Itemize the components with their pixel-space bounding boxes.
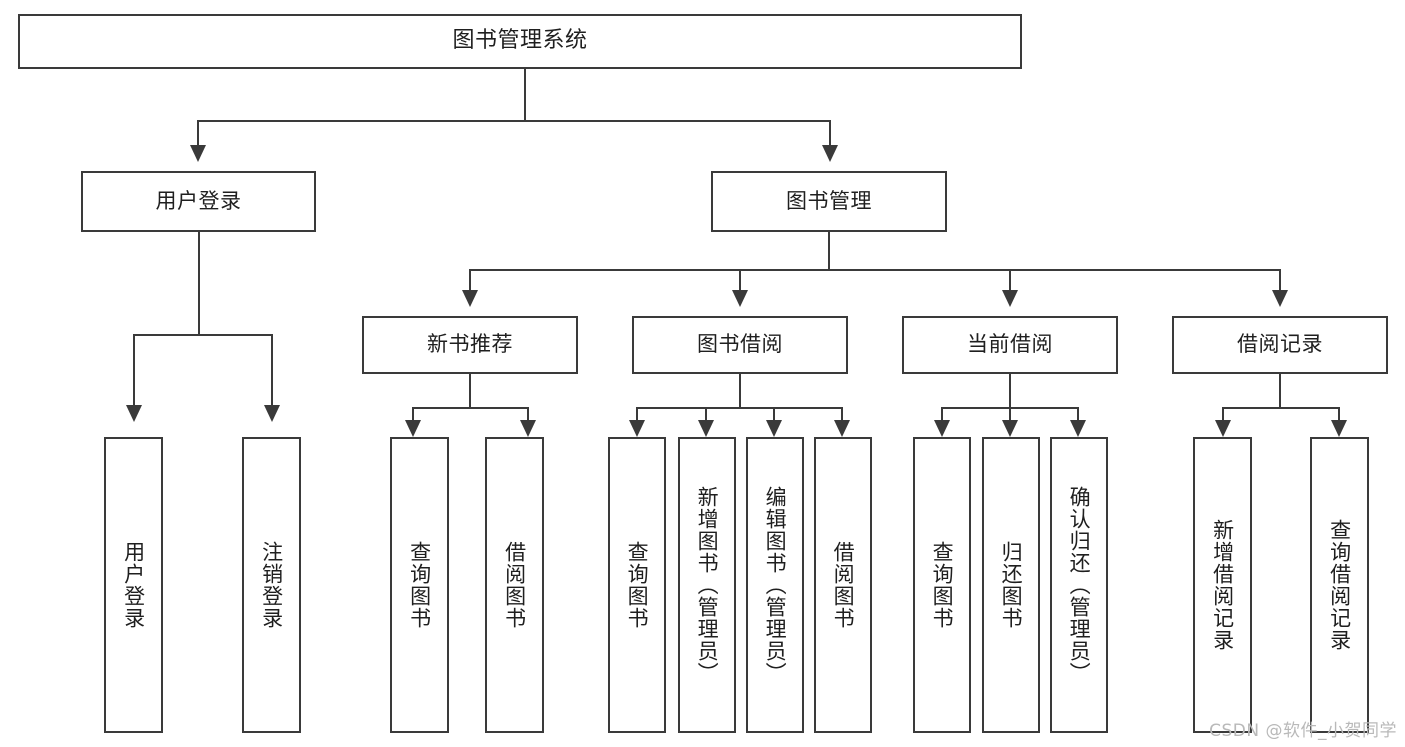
leaf-user-login[interactable]: 用户登录 (104, 437, 163, 733)
connector-new-book-bus (412, 407, 529, 409)
connector-user-login-bus (133, 334, 273, 336)
node-book-management[interactable]: 图书管理 (711, 171, 947, 232)
leaf-book-borrow-borrow-books[interactable]: 借阅图书 (814, 437, 872, 733)
node-label: 确认归还（管理员） (1067, 486, 1092, 684)
node-label: 归还图书 (999, 541, 1024, 629)
leaf-book-borrow-edit-book-admin[interactable]: 编辑图书（管理员） (746, 437, 804, 733)
node-label: 用户登录 (121, 541, 146, 629)
connector-level3-drop-4 (1279, 269, 1281, 292)
leaf-logout[interactable]: 注销登录 (242, 437, 301, 733)
connector-book-borrow-bus (636, 407, 843, 409)
arrowhead-book-borrow-leaf-3 (766, 420, 782, 437)
connector-user-login-drop-2 (271, 334, 273, 407)
node-label: 新增图书（管理员） (695, 486, 720, 684)
node-label: 借阅图书 (831, 541, 856, 629)
connector-new-book-drop-1 (412, 407, 414, 423)
node-new-book-recommend[interactable]: 新书推荐 (362, 316, 578, 374)
node-label: 用户登录 (155, 188, 242, 213)
connector-book-borrow-stem (739, 374, 741, 409)
arrowhead-book-borrow-leaf-4 (834, 420, 850, 437)
arrowhead-new-book-leaf-1 (405, 420, 421, 437)
arrowhead-current-borrow-leaf-2 (1002, 420, 1018, 437)
node-label: 图书管理系统 (452, 28, 588, 54)
leaf-new-book-query-books[interactable]: 查询图书 (390, 437, 449, 733)
node-label: 查询图书 (930, 541, 955, 629)
node-label: 查询图书 (625, 541, 650, 629)
arrowhead-new-book-leaf-2 (520, 420, 536, 437)
connector-level3-bus (469, 269, 1281, 271)
connector-root-stem (524, 69, 526, 121)
arrowhead-to-user-login (190, 145, 206, 162)
leaf-book-borrow-query-books[interactable]: 查询图书 (608, 437, 666, 733)
node-book-borrow[interactable]: 图书借阅 (632, 316, 848, 374)
arrowhead-to-borrow-record (1272, 290, 1288, 307)
node-label: 查询借阅记录 (1327, 519, 1352, 651)
arrowhead-book-borrow-leaf-2 (698, 420, 714, 437)
node-label: 编辑图书（管理员） (763, 486, 788, 684)
node-label: 借阅图书 (502, 541, 527, 629)
connector-borrow-record-bus (1222, 407, 1340, 409)
node-label: 新增借阅记录 (1210, 519, 1235, 651)
connector-level3-drop-2 (739, 269, 741, 292)
connector-level3-drop-1 (469, 269, 471, 292)
connector-level2-drop-left (197, 120, 199, 147)
node-label: 查询图书 (407, 541, 432, 629)
connector-book-management-stem (828, 232, 830, 271)
connector-user-login-drop-1 (133, 334, 135, 407)
connector-current-borrow-drop-3 (1077, 407, 1079, 423)
node-label: 图书管理 (786, 188, 872, 213)
node-current-borrow[interactable]: 当前借阅 (902, 316, 1118, 374)
node-label: 借阅记录 (1237, 332, 1323, 357)
node-label: 当前借阅 (967, 332, 1053, 357)
leaf-book-borrow-add-book-admin[interactable]: 新增图书（管理员） (678, 437, 736, 733)
connector-current-borrow-drop-2 (1009, 407, 1011, 423)
leaf-new-book-borrow-books[interactable]: 借阅图书 (485, 437, 544, 733)
arrowhead-current-borrow-leaf-3 (1070, 420, 1086, 437)
connector-book-borrow-drop-3 (773, 407, 775, 423)
connector-user-login-stem (198, 232, 200, 336)
connector-borrow-record-stem (1279, 374, 1281, 409)
node-user-login[interactable]: 用户登录 (81, 171, 316, 232)
connector-new-book-stem (469, 374, 471, 409)
node-root-book-management-system[interactable]: 图书管理系统 (18, 14, 1022, 69)
connector-level3-drop-3 (1009, 269, 1011, 292)
connector-borrow-record-drop-2 (1338, 407, 1340, 423)
arrowhead-borrow-record-leaf-2 (1331, 420, 1347, 437)
arrowhead-current-borrow-leaf-1 (934, 420, 950, 437)
connector-borrow-record-drop-1 (1222, 407, 1224, 423)
arrowhead-borrow-record-leaf-1 (1215, 420, 1231, 437)
arrowhead-book-borrow-leaf-1 (629, 420, 645, 437)
node-label: 图书借阅 (697, 332, 783, 357)
leaf-borrow-record-add-record[interactable]: 新增借阅记录 (1193, 437, 1252, 733)
arrowhead-to-current-borrow (1002, 290, 1018, 307)
leaf-current-borrow-return-books[interactable]: 归还图书 (982, 437, 1040, 733)
leaf-borrow-record-query-record[interactable]: 查询借阅记录 (1310, 437, 1369, 733)
connector-new-book-drop-2 (527, 407, 529, 423)
connector-level2-drop-right (829, 120, 831, 147)
connector-book-borrow-drop-2 (705, 407, 707, 423)
leaf-current-borrow-confirm-return-admin[interactable]: 确认归还（管理员） (1050, 437, 1108, 733)
arrowhead-to-user-login-leaf (126, 405, 142, 422)
arrowhead-to-book-borrow (732, 290, 748, 307)
node-label: 注销登录 (259, 541, 284, 629)
arrowhead-to-new-book (462, 290, 478, 307)
node-label: 新书推荐 (427, 332, 513, 357)
connector-book-borrow-drop-4 (841, 407, 843, 423)
connector-current-borrow-drop-1 (941, 407, 943, 423)
connector-book-borrow-drop-1 (636, 407, 638, 423)
node-borrow-record[interactable]: 借阅记录 (1172, 316, 1388, 374)
connector-level2-bus (197, 120, 831, 122)
leaf-current-borrow-query-books[interactable]: 查询图书 (913, 437, 971, 733)
connector-current-borrow-stem (1009, 374, 1011, 409)
arrowhead-to-book-management (822, 145, 838, 162)
arrowhead-to-logout-leaf (264, 405, 280, 422)
